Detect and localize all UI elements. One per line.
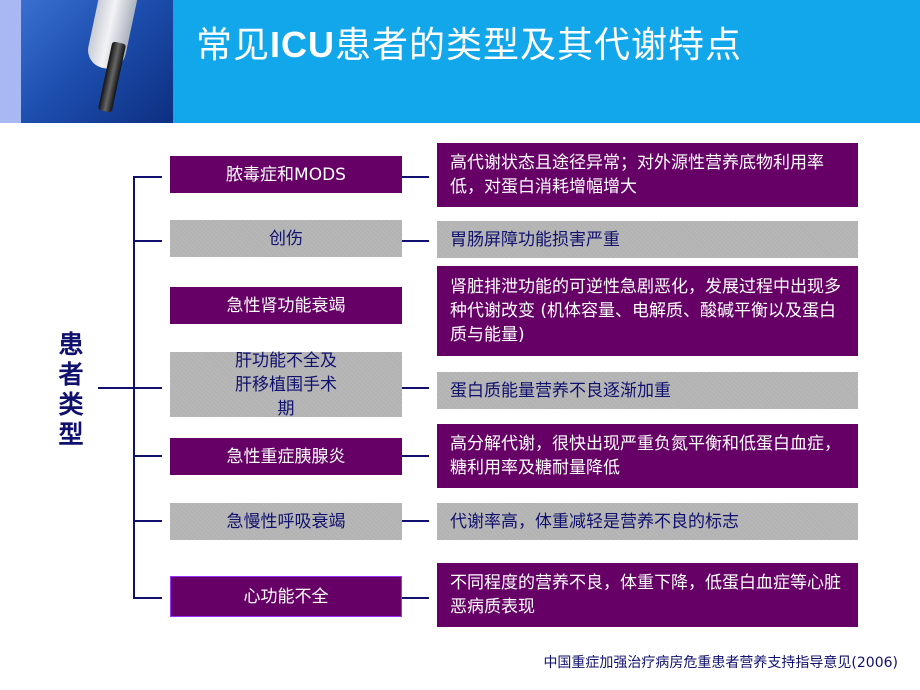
row-connector xyxy=(402,520,429,522)
root-connector xyxy=(98,387,135,389)
patient-type-respiratory-failure: 急慢性呼吸衰竭 xyxy=(170,503,402,540)
patient-type-heart-failure: 心功能不全 xyxy=(170,576,402,617)
patient-type-sepsis: 脓毒症和MODS xyxy=(170,156,402,193)
title-suffix: 患者的类型及其代谢特点 xyxy=(335,25,743,66)
side-label-patient-types: 患 者 类 型 xyxy=(54,330,88,450)
row-connector xyxy=(402,240,429,242)
citation-footnote: 中国重症加强治疗病房危重患者营养支持指导意见(2006) xyxy=(543,655,898,671)
metabolic-feature-text: 不同程度的营养不良，体重下降，低蛋白血症等心脏恶病质表现 xyxy=(450,573,841,617)
catheter-image xyxy=(21,0,173,123)
metabolic-feature-liver-dysfunction: 蛋白质能量营养不良逐渐加重 xyxy=(437,372,858,409)
title-prefix: 常见 xyxy=(196,25,271,66)
patient-type-acute-pancreatitis: 急性重症胰腺炎 xyxy=(170,438,402,475)
metabolic-feature-text: 高分解代谢，很快出现严重负氮平衡和低蛋白血症，糖利用率及糖耐量降低 xyxy=(450,434,841,478)
metabolic-feature-sepsis: 高代谢状态且途径异常；对外源性营养底物利用率低，对蛋白消耗增幅增大 xyxy=(437,143,858,207)
row-connector xyxy=(402,597,429,599)
metabolic-feature-respiratory-failure: 代谢率高，体重减轻是营养不良的标志 xyxy=(437,503,858,540)
metabolic-feature-heart-failure: 不同程度的营养不良，体重下降，低蛋白血症等心脏恶病质表现 xyxy=(437,563,858,627)
row-connector xyxy=(402,455,429,457)
patient-type-acute-renal-failure: 急性肾功能衰竭 xyxy=(170,287,402,324)
patient-type-label: 脓毒症和MODS xyxy=(226,164,346,185)
header-accent-strip xyxy=(0,0,21,123)
patient-type-label: 肝功能不全及肝移植围手术期 xyxy=(235,350,337,419)
branch-line xyxy=(133,520,162,522)
title-bold: ICU xyxy=(270,24,336,65)
metabolic-feature-acute-pancreatitis: 高分解代谢，很快出现严重负氮平衡和低蛋白血症，糖利用率及糖耐量降低 xyxy=(437,424,858,488)
side-label-char: 类 xyxy=(58,390,84,419)
patient-type-label: 心功能不全 xyxy=(243,586,329,607)
branch-line xyxy=(133,455,162,457)
patient-type-label: 创伤 xyxy=(269,228,303,249)
page-title: 常见ICU患者的类型及其代谢特点 xyxy=(196,22,742,69)
metabolic-feature-text: 胃肠屏障功能损害严重 xyxy=(450,229,620,250)
header-banner: 常见ICU患者的类型及其代谢特点 xyxy=(0,0,920,123)
row-connector xyxy=(402,176,429,178)
patient-type-label: 急性重症胰腺炎 xyxy=(226,446,346,467)
patient-type-label: 急性肾功能衰竭 xyxy=(226,295,346,316)
side-label-char: 者 xyxy=(58,360,84,389)
metabolic-feature-text: 代谢率高，体重减轻是营养不良的标志 xyxy=(450,511,739,532)
metabolic-feature-trauma: 胃肠屏障功能损害严重 xyxy=(437,221,858,258)
side-label-char: 患 xyxy=(58,330,84,359)
row-connector xyxy=(402,387,429,389)
branch-line xyxy=(133,240,162,242)
metabolic-feature-text: 肾脏排泄功能的可逆性急剧恶化，发展过程中出现多种代谢改变 (机体容量、电解质、酸… xyxy=(450,277,841,345)
patient-type-trauma: 创伤 xyxy=(170,220,402,257)
branch-line xyxy=(133,597,162,599)
metabolic-feature-text: 蛋白质能量营养不良逐渐加重 xyxy=(450,380,671,401)
patient-type-label: 急慢性呼吸衰竭 xyxy=(226,511,346,532)
branch-line xyxy=(133,387,162,389)
patient-type-liver-dysfunction: 肝功能不全及肝移植围手术期 xyxy=(170,351,402,419)
metabolic-feature-acute-renal-failure: 肾脏排泄功能的可逆性急剧恶化，发展过程中出现多种代谢改变 (机体容量、电解质、酸… xyxy=(437,266,858,356)
side-label-char: 型 xyxy=(58,420,84,449)
branch-line xyxy=(133,176,162,178)
metabolic-feature-text: 高代谢状态且途径异常；对外源性营养底物利用率低，对蛋白消耗增幅增大 xyxy=(450,153,824,197)
